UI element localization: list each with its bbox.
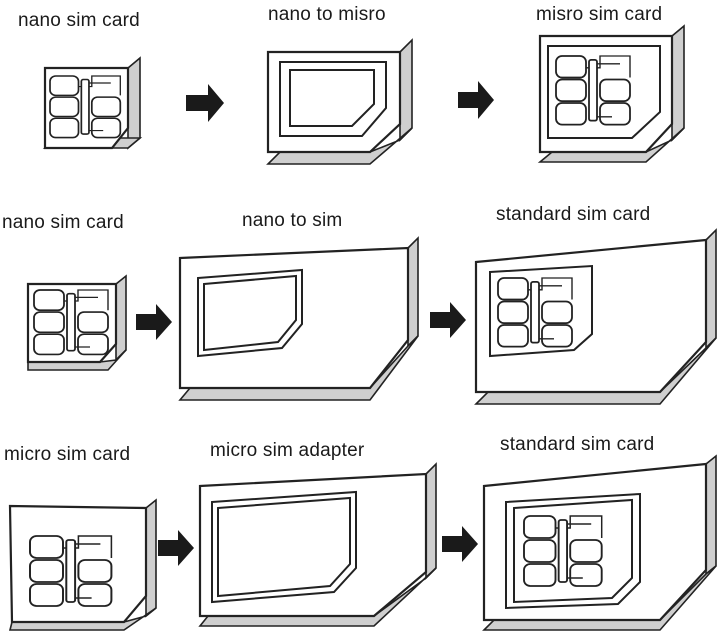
label-row1-middle: nano to misro [268, 4, 386, 25]
micro-sim-adapter [198, 462, 437, 627]
nano-to-micro-adapter [266, 38, 413, 165]
nano-to-sim-adapter [178, 236, 419, 401]
micro-sim-card-row1 [537, 24, 685, 163]
label-row1-left: nano sim card [18, 10, 140, 31]
label-row3-left: micro sim card [4, 444, 131, 465]
arrow-icon-row3-b [442, 526, 478, 562]
label-row2-middle: nano to sim [242, 210, 343, 231]
micro-sim-card-row3 [8, 498, 157, 631]
label-row3-middle: micro sim adapter [210, 440, 365, 461]
label-row2-left: nano sim card [2, 212, 124, 233]
label-row1-right: misro sim card [536, 4, 663, 25]
standard-sim-card-row2 [474, 228, 717, 405]
arrow-icon-row2-a [136, 304, 172, 340]
label-row3-right: standard sim card [500, 434, 655, 455]
arrow-icon-row2-b [430, 302, 466, 338]
standard-sim-card-row3 [482, 454, 717, 631]
nano-sim-card-row2 [26, 274, 127, 371]
label-row2-right: standard sim card [496, 204, 651, 225]
arrow-icon-row1-b [458, 81, 494, 119]
arrow-icon-row3-a [158, 530, 194, 566]
nano-sim-card-row1 [42, 56, 143, 150]
arrow-icon-row1-a [186, 84, 224, 122]
